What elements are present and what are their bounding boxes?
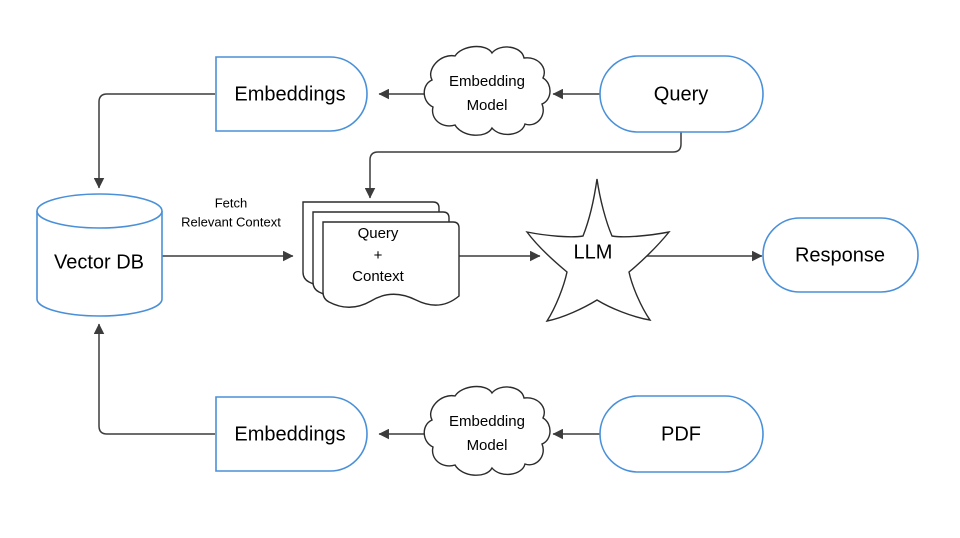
- edge-label-fetch-line2: Relevant Context: [181, 214, 281, 229]
- node-llm[interactable]: LLM: [525, 178, 671, 322]
- node-embedding-model-top-label-line1: Embedding: [449, 73, 525, 90]
- node-query-context-label-line2: +: [374, 247, 383, 264]
- edge-label-fetch-relevant-context: Fetch Relevant Context: [181, 195, 281, 229]
- edge-embeddings-bottom-to-vector-db: [93, 323, 215, 435]
- node-response-label: Response: [795, 244, 885, 266]
- edge-embeddings-top-to-vector-db: [93, 93, 215, 189]
- node-query-context[interactable]: Query + Context: [302, 201, 460, 308]
- node-response[interactable]: Response: [762, 217, 919, 293]
- node-embeddings-bottom[interactable]: Embeddings: [215, 396, 368, 472]
- node-vector-db[interactable]: Vector DB: [36, 193, 163, 317]
- node-embeddings-bottom-label: Embeddings: [234, 423, 345, 445]
- node-query-context-label-line1: Query: [358, 225, 399, 242]
- node-query-label: Query: [654, 83, 708, 105]
- node-embedding-model-bottom[interactable]: Embedding Model: [423, 385, 551, 476]
- node-embedding-model-top-label-line2: Model: [467, 97, 508, 114]
- node-embedding-model-top[interactable]: Embedding Model: [423, 45, 551, 136]
- edge-query-to-query-context: [364, 132, 682, 199]
- node-llm-label: LLM: [574, 241, 613, 263]
- node-pdf[interactable]: PDF: [599, 395, 764, 473]
- node-query[interactable]: Query: [599, 55, 764, 133]
- node-embeddings-top-label: Embeddings: [234, 83, 345, 105]
- node-query-context-label-line3: Context: [352, 268, 405, 285]
- node-pdf-label: PDF: [661, 423, 701, 445]
- node-embedding-model-bottom-label-line1: Embedding: [449, 413, 525, 430]
- node-embeddings-top[interactable]: Embeddings: [215, 56, 368, 132]
- node-vector-db-label: Vector DB: [54, 251, 144, 273]
- edge-label-fetch-line1: Fetch: [215, 195, 248, 210]
- node-embedding-model-bottom-label-line2: Model: [467, 437, 508, 454]
